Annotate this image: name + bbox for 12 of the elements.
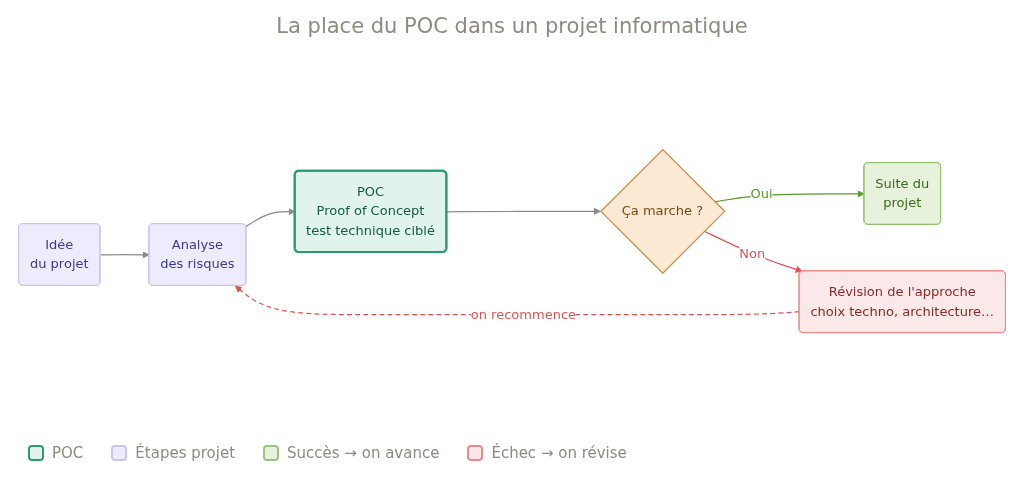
legend-label: Succès → on avance — [287, 444, 440, 462]
diagram-title: La place du POC dans un projet informatique — [276, 14, 748, 38]
arrow — [703, 230, 803, 273]
legend-label: POC — [52, 444, 84, 462]
edge-label: on recommence — [470, 306, 577, 322]
edge-label: Oui — [750, 185, 773, 201]
legend-label: Échec → on révise — [491, 444, 627, 462]
arrow — [446, 207, 601, 215]
node-diamond: Ça marche ? — [600, 148, 726, 275]
legend-label: Étapes projet — [135, 444, 236, 462]
arrow — [99, 251, 150, 259]
edge-label: Non — [739, 245, 766, 262]
